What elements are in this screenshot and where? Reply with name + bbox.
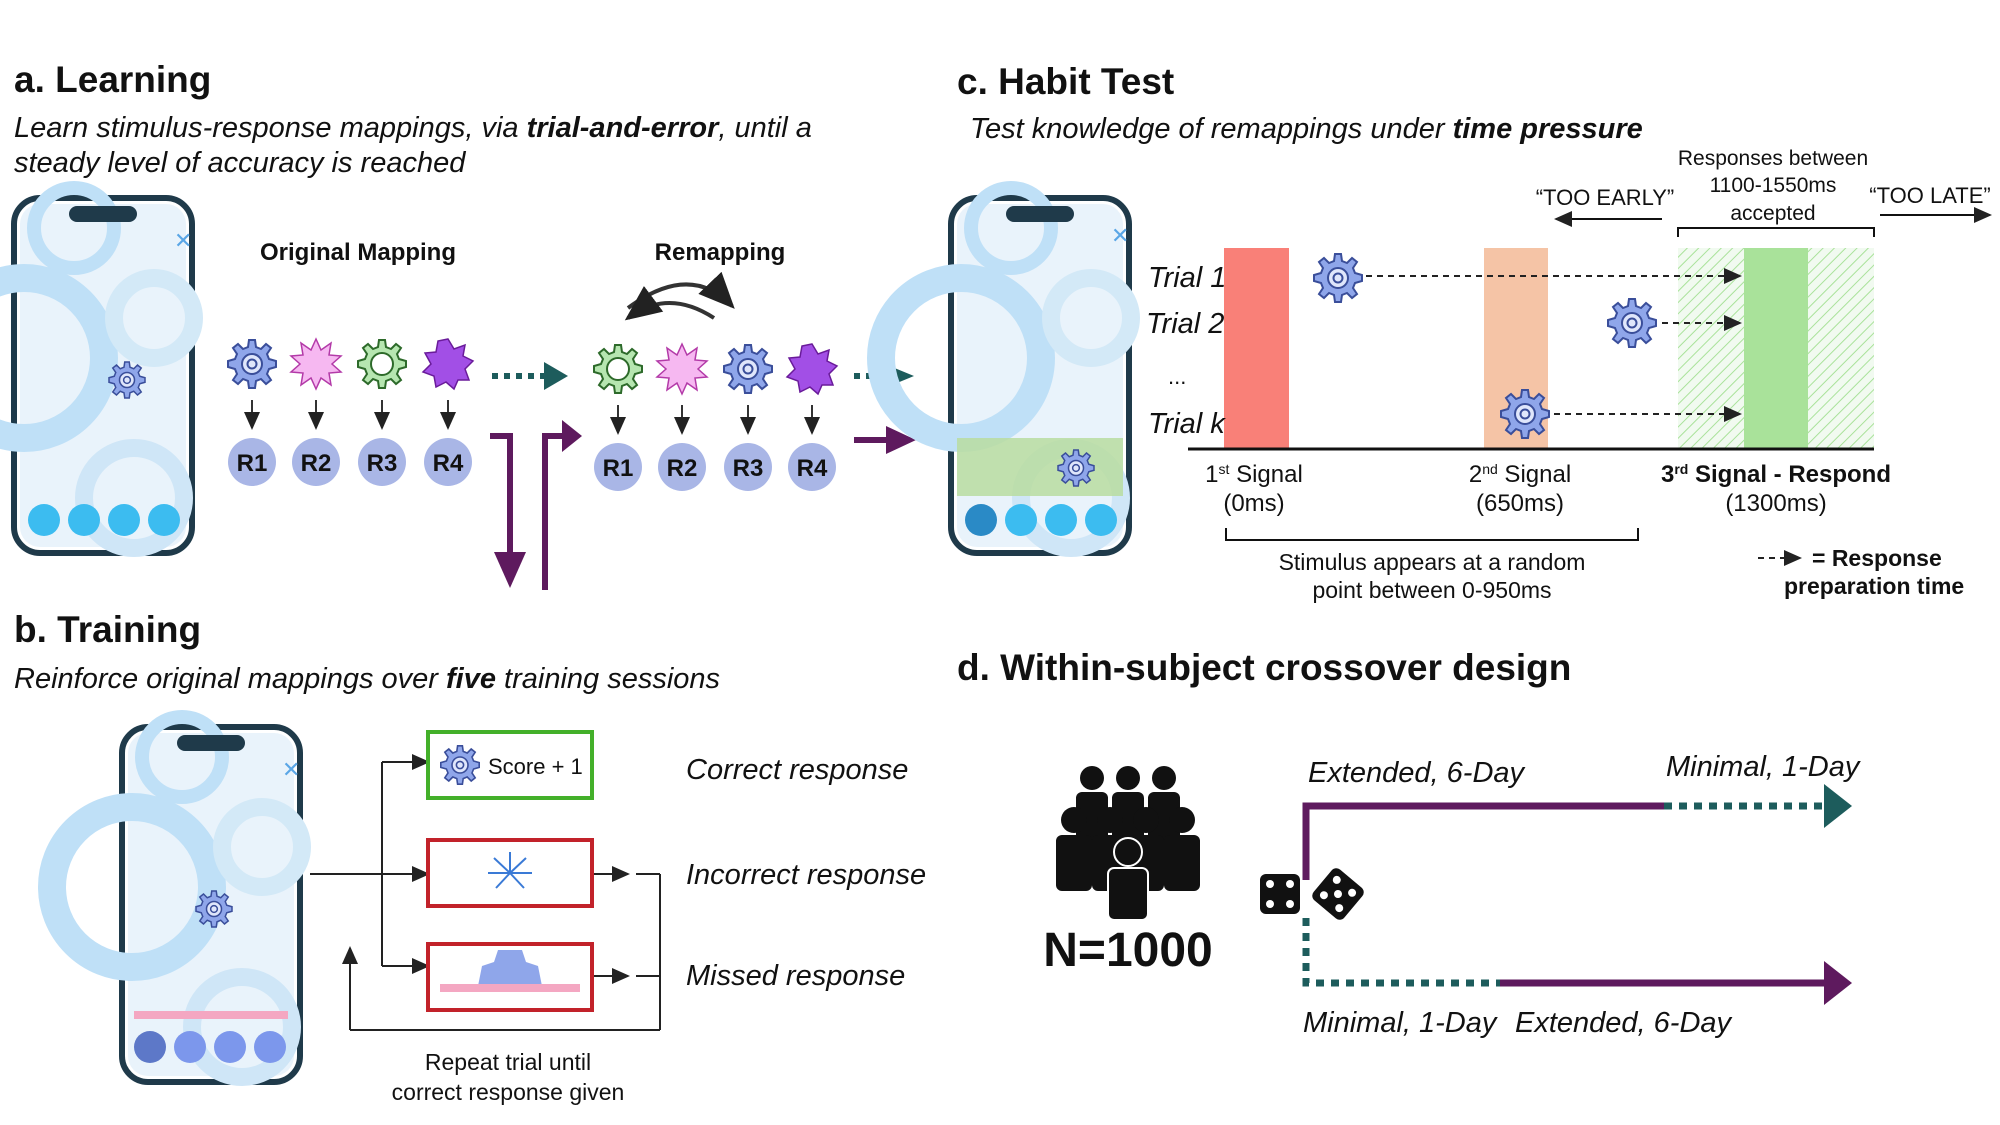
- dice-icon: [1260, 868, 1364, 920]
- fireworks-icon: [488, 852, 532, 889]
- legend-response-prep: = Response: [1812, 545, 1942, 571]
- original-stimulus-gear-icon: [227, 339, 277, 389]
- panel-c-description: Test knowledge of remappings under time …: [970, 113, 1643, 145]
- third-signal-bar: [1744, 248, 1808, 448]
- first-signal-bar: [1224, 248, 1289, 448]
- remap-stimulus-gear-icon: [723, 344, 773, 394]
- trial-2-stimulus-gear-icon: [1607, 298, 1657, 348]
- remap-stimulus-purple-burst-icon: [786, 343, 838, 395]
- bottom-first-period-label: Minimal, 1-Day: [1303, 1007, 1498, 1039]
- svg-text:✕: ✕: [1111, 224, 1129, 249]
- repeat-trial-label: Repeat trial until: [425, 1049, 591, 1075]
- svg-text:✕: ✕: [174, 229, 192, 254]
- remap-stimulus-pink-burst-icon: [656, 343, 708, 395]
- response-window-label: accepted: [1730, 202, 1815, 225]
- response-label: R2: [667, 455, 698, 482]
- response-label: R3: [733, 455, 764, 482]
- original-stimulus-purple-burst-icon: [422, 338, 474, 390]
- original-response-circles: [228, 438, 472, 486]
- response-label: R1: [237, 450, 268, 477]
- original-stimulus-pink-burst-icon: [290, 338, 342, 390]
- correct-response-box: Score + 1: [426, 730, 594, 800]
- response-window-label: 1100-1550ms: [1710, 174, 1837, 197]
- top-first-period-label: Extended, 6-Day: [1308, 757, 1526, 789]
- purple-arrow-icon: [886, 426, 916, 454]
- original-mapping-label: Original Mapping: [260, 239, 456, 266]
- trial-1-stimulus-gear-icon: [1313, 253, 1363, 303]
- panel-a-description-line2: steady level of accuracy is reached: [14, 147, 466, 179]
- remapping-label: Remapping: [655, 239, 786, 266]
- signal-1-time: (0ms): [1223, 490, 1284, 517]
- missed-response-label: Missed response: [686, 960, 905, 992]
- remap-stimulus-green-gear-icon: [593, 344, 643, 394]
- original-stimulus-green-gear-icon: [357, 339, 407, 389]
- sample-size-label: N=1000: [1043, 924, 1212, 977]
- learning-phone-icon: ✕: [0, 188, 194, 553]
- panel-a-description-line1: Learn stimulus-response mappings, via tr…: [14, 112, 812, 144]
- incorrect-response-label: Incorrect response: [686, 859, 926, 891]
- training-phone-icon: ✕: [52, 717, 302, 1082]
- top-second-period-label: Minimal, 1-Day: [1666, 751, 1861, 783]
- panel-b-title: b. Training: [14, 609, 201, 650]
- response-label: R4: [433, 450, 464, 477]
- signal-1-label: 1st Signal: [1205, 461, 1303, 488]
- trial-label: Trial 1: [1148, 262, 1226, 294]
- signal-3-label: 3rd Signal - Respond: [1661, 461, 1891, 488]
- people-group-icon: [1056, 766, 1200, 921]
- svg-text:✕: ✕: [282, 758, 300, 783]
- missed-response-box: [426, 942, 594, 1012]
- panel-d-title: d. Within-subject crossover design: [957, 647, 1571, 688]
- panel-a-title: a. Learning: [14, 59, 211, 100]
- response-label: R4: [797, 455, 828, 482]
- response-label: R2: [301, 450, 332, 477]
- teal-arrow-icon: [544, 362, 568, 390]
- remap-response-circles: [594, 443, 836, 491]
- response-label: R1: [603, 455, 634, 482]
- panel-c-title: c. Habit Test: [957, 61, 1174, 102]
- purple-arrow-icon: [1824, 961, 1852, 1005]
- panel-b-description: Reinforce original mappings over five tr…: [14, 663, 720, 695]
- repeat-trial-label: correct response given: [392, 1079, 625, 1105]
- stimulus-timing-label: Stimulus appears at a random: [1279, 549, 1586, 575]
- bottom-second-period-label: Extended, 6-Day: [1515, 1007, 1733, 1039]
- score-label: Score + 1: [488, 754, 583, 779]
- signal-2-time: (650ms): [1476, 490, 1564, 517]
- trial-label: ...: [1168, 364, 1186, 389]
- habit-test-phone-icon: ✕: [881, 188, 1131, 553]
- stimulus-timing-label: point between 0-950ms: [1312, 577, 1551, 603]
- trial-label: Trial 2: [1146, 308, 1224, 340]
- trial-label: Trial k: [1148, 408, 1226, 440]
- teal-arrow-icon: [1824, 784, 1852, 828]
- response-window-label: Responses between: [1678, 147, 1868, 170]
- trial-k-stimulus-gear-icon: [1500, 389, 1550, 439]
- signal-2-label: 2nd Signal: [1469, 461, 1571, 488]
- incorrect-response-box: [426, 838, 594, 908]
- too-late-label: “TOO LATE”: [1869, 183, 1990, 208]
- correct-response-label: Correct response: [686, 754, 908, 786]
- too-early-label: “TOO EARLY”: [1536, 185, 1675, 210]
- legend-response-prep: preparation time: [1784, 573, 1964, 599]
- signal-3-time: (1300ms): [1725, 490, 1826, 517]
- response-label: R3: [367, 450, 398, 477]
